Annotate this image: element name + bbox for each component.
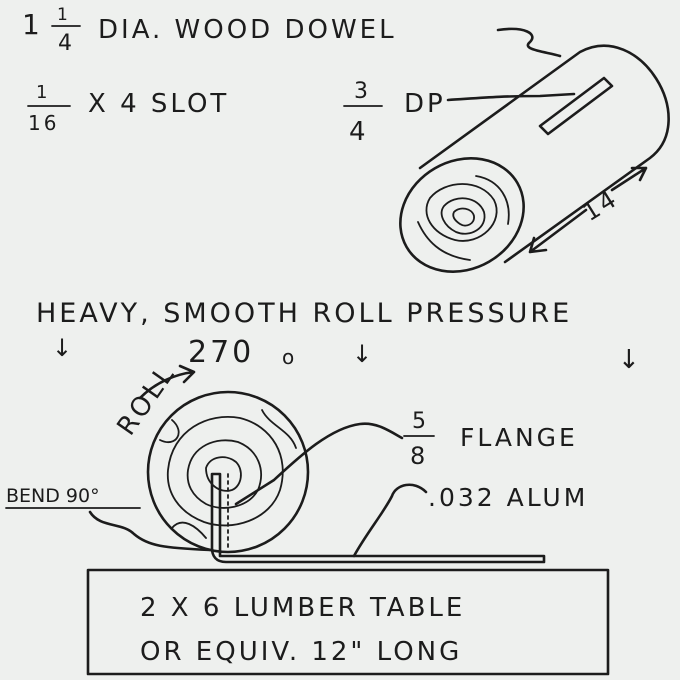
flange-leader-line bbox=[234, 422, 404, 506]
rolling-ring-outer bbox=[166, 416, 284, 527]
rolling-dowel bbox=[146, 390, 310, 554]
slot-width-denominator: 16 bbox=[28, 111, 59, 135]
roll-degree-mark: o bbox=[282, 345, 297, 369]
pressure-arrow-left: ↓ bbox=[52, 334, 75, 362]
dowel-length-label: 14 bbox=[578, 184, 624, 227]
lumber-table bbox=[86, 568, 610, 676]
pressure-arrow-right: ↓ bbox=[618, 345, 643, 375]
roll-angle: 270 bbox=[188, 335, 254, 370]
slot-length-text: X 4 SLOT bbox=[88, 89, 229, 119]
roll-word: ROLL bbox=[112, 359, 182, 441]
aluminum-sheet bbox=[210, 472, 546, 564]
bend-leader-line bbox=[88, 510, 212, 552]
slot-width-numerator: 1 bbox=[36, 82, 50, 103]
slot-leader-line bbox=[446, 92, 576, 102]
rolling-ring-cracks bbox=[159, 409, 297, 539]
dowel-body-outline bbox=[418, 44, 670, 264]
rolling-ring-inner bbox=[205, 456, 242, 492]
slot-label: 1 16 X 4 SLOT 3 4 DP bbox=[27, 79, 446, 147]
dowel-leader-line bbox=[496, 27, 562, 58]
dowel-label: 1 1 4 DIA. WOOD DOWEL bbox=[22, 5, 397, 56]
flange-denominator: 8 bbox=[410, 442, 428, 470]
table-line-2: OR EQUIV. 12" LONG bbox=[140, 637, 462, 667]
bend-label: BEND 90° bbox=[6, 485, 100, 507]
table-line-1: 2 X 6 LUMBER TABLE bbox=[140, 593, 465, 623]
flange-numerator: 5 bbox=[412, 409, 429, 434]
pressure-arrow-center: ↓ bbox=[352, 340, 375, 368]
dowel-whole-number: 1 bbox=[22, 8, 43, 41]
dowel-fraction-numerator: 1 bbox=[57, 5, 71, 25]
growth-ring-outer bbox=[425, 183, 498, 242]
dowel-slot bbox=[538, 76, 614, 136]
wood-dowel-cylinder: 14 bbox=[399, 44, 670, 273]
dowel-end-face bbox=[399, 157, 525, 273]
length-arrow-lower bbox=[528, 208, 588, 254]
flange-word: FLANGE bbox=[460, 423, 578, 452]
growth-ring-partial bbox=[417, 175, 510, 261]
slot-depth-numerator: 3 bbox=[354, 79, 371, 104]
rolling-dowel-face bbox=[146, 390, 310, 554]
slot-depth-denominator: 4 bbox=[349, 117, 369, 147]
dowel-title: DIA. WOOD DOWEL bbox=[98, 15, 397, 45]
rolling-ring-middle bbox=[186, 439, 262, 509]
growth-ring-inner bbox=[452, 207, 475, 227]
growth-ring-middle bbox=[440, 197, 486, 235]
alum-label: .032 ALUM bbox=[428, 483, 588, 512]
length-arrow-upper bbox=[610, 166, 648, 192]
alum-leader-line bbox=[352, 483, 428, 558]
dowel-fraction-denominator: 4 bbox=[58, 31, 75, 56]
pressure-label: HEAVY, SMOOTH ROLL PRESSURE bbox=[36, 298, 572, 329]
roll-direction-arrow bbox=[138, 364, 196, 400]
slot-depth-unit: DP bbox=[404, 89, 446, 119]
